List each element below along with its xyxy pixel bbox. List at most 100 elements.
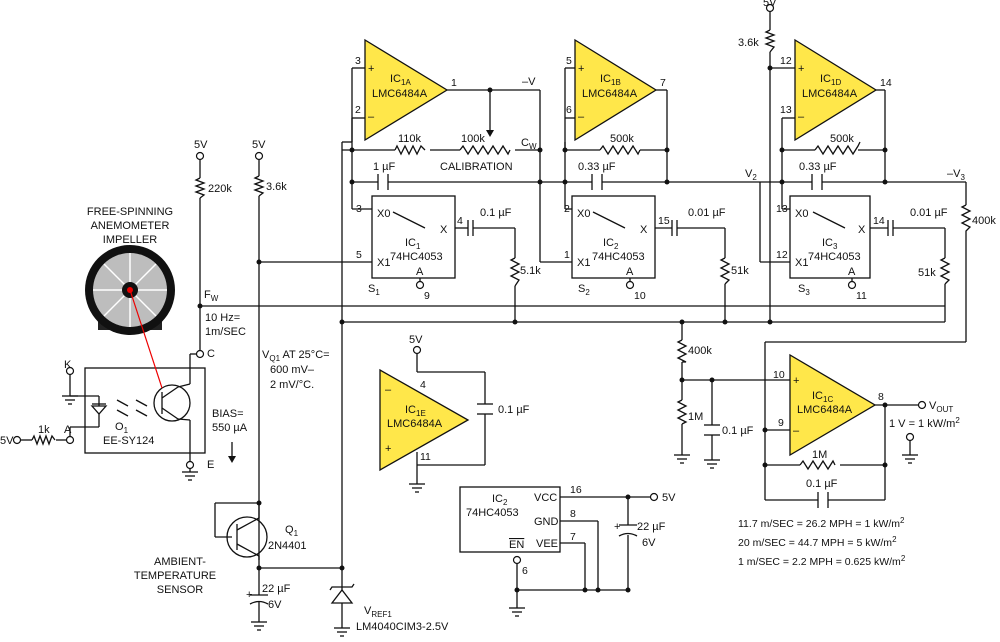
ic1d-ref: IC1D (820, 73, 841, 87)
label-3.6k: 3.6k (266, 181, 287, 193)
svg-text:2: 2 (355, 104, 361, 116)
label-22uf-a: 22 µF (262, 583, 291, 595)
vout-label: VOUT (929, 400, 953, 414)
svg-text:13: 13 (780, 104, 792, 116)
conversion-2: 20 m/SEC = 44.7 MPH = 5 kW/m2 (738, 535, 897, 549)
ic3-s: S3 (798, 283, 810, 297)
conversion-1: 11.7 m/SEC = 26.2 MPH = 1 kW/m2 (738, 516, 905, 530)
label-110k: 110k (398, 133, 422, 145)
pwr-vcc: VCC (534, 492, 557, 504)
svg-text:6: 6 (566, 104, 572, 116)
pin-numbers: 3 2 1 5 6 7 12 13 14 4 11 10 9 8 3 5 4 9… (355, 55, 892, 577)
resistor-100k-calibration (459, 144, 511, 156)
svg-text:2: 2 (564, 203, 570, 215)
bias-arrow-icon (228, 442, 236, 463)
opamps: +– +– +– –+ +– (364, 38, 878, 472)
pwr-part: 74HC4053 (466, 507, 519, 519)
led-diode-icon (90, 405, 108, 415)
cap-1uf (377, 174, 389, 190)
svg-text:11: 11 (856, 290, 867, 302)
ic1-part: 74HC4053 (390, 251, 443, 263)
ic1a-ref: IC1A (390, 73, 411, 87)
label-0.1uf-feedback: 0.1 µF (806, 478, 838, 490)
vq1-note-1: VQ1 AT 25°C= (262, 349, 330, 363)
svg-text:1: 1 (564, 249, 570, 261)
svg-text:5: 5 (566, 55, 572, 67)
ic1-ref: IC1 (405, 237, 421, 251)
light-arrows-icon (116, 399, 148, 417)
resistor-3.6k-top (764, 29, 776, 53)
ic1-x1: X1 (377, 257, 390, 269)
sensor-3: SENSOR (157, 584, 204, 596)
ic1b-ref: IC1B (600, 73, 621, 87)
ic1c-part: LMC6484A (797, 404, 853, 416)
power-chip (459, 486, 561, 553)
ic2-ref: IC2 (603, 237, 619, 251)
opto-c: C (207, 348, 215, 360)
svg-text:12: 12 (780, 55, 792, 67)
vref-part: LM4040CIM3-2.5V (356, 621, 449, 633)
resistor-400k-center (676, 339, 688, 363)
svg-text:4: 4 (457, 215, 463, 227)
label-0.1uf-ic1e: 0.1 µF (498, 404, 530, 416)
resistor-51k-2 (719, 257, 731, 285)
svg-text:14: 14 (880, 77, 892, 89)
vout-scale: 1 V = 1 kW/m2 (889, 416, 960, 430)
cap-22uf-b (618, 524, 638, 537)
label-500k-b: 500k (610, 133, 634, 145)
resistors (31, 29, 972, 471)
label-1uf: 1 µF (373, 161, 396, 173)
label-1m-feedback: 1M (812, 449, 827, 461)
ic2-x1: X1 (577, 257, 590, 269)
opto-coupler (84, 367, 206, 454)
sensor-ref: Q1 (285, 524, 299, 538)
impeller-caption-1: FREE-SPINNING (87, 206, 173, 218)
ic1a-part: LMC6484A (372, 88, 428, 100)
freq-note-2: 1m/SEC (205, 326, 246, 338)
ic2-part: 74HC4053 (592, 251, 645, 263)
svg-text:9: 9 (778, 417, 784, 429)
ic3-x: X (858, 224, 866, 236)
ic2-a: A (626, 266, 634, 278)
resistor-110k (394, 144, 426, 156)
mux-chips (371, 195, 871, 553)
ic1-a: A (416, 266, 424, 278)
opto-k: K (64, 359, 72, 371)
mux-ic1 (371, 195, 456, 279)
resistor-51k-3 (939, 257, 951, 285)
label-0.01uf-ic2: 0.01 µF (688, 207, 726, 219)
resistor-1m-center (676, 399, 688, 425)
svg-text:+: + (368, 63, 374, 75)
label-0.1uf-input: 0.1 µF (722, 425, 754, 437)
label-0.1uf-ic1: 0.1 µF (480, 207, 512, 219)
label-400k-right: 400k (972, 215, 996, 227)
supply-neg-v3: –V3 (947, 168, 965, 182)
ic2-x0: X0 (577, 208, 590, 220)
label-51k-3: 51k (918, 267, 936, 279)
impeller-caption-2: ANEMOMETER (91, 220, 170, 232)
transistor-q1 (226, 503, 268, 568)
label-220k: 220k (208, 183, 232, 195)
supply-5v-c: 5V (763, 0, 777, 9)
cap-0.1uf-feedback (817, 492, 829, 508)
cap-0.1uf-input (704, 424, 720, 436)
cap-0.1uf-ic1e (477, 403, 493, 415)
terminals (12, 3, 927, 565)
supply-5v-e: 5V (0, 435, 14, 447)
svg-text:13: 13 (776, 203, 788, 215)
label-22uf-a-v: 6V (268, 599, 282, 611)
label-100k: 100k (461, 133, 485, 145)
anemometer-impeller-icon (85, 245, 175, 389)
pwr-en: EN (509, 539, 524, 551)
resistor-500k-b (599, 144, 641, 156)
zener-vref (329, 583, 355, 604)
resistor-500k-d (814, 141, 861, 156)
wires (20, 10, 967, 628)
resistor-400k-right (960, 204, 972, 235)
svg-text:12: 12 (776, 249, 788, 261)
svg-text:+: + (798, 63, 804, 75)
opamp-ic1c (789, 353, 877, 457)
ic1b-part: LMC6484A (582, 88, 638, 100)
resistor-1m-feedback (799, 459, 836, 471)
opto-part: EE-SY124 (103, 435, 154, 447)
